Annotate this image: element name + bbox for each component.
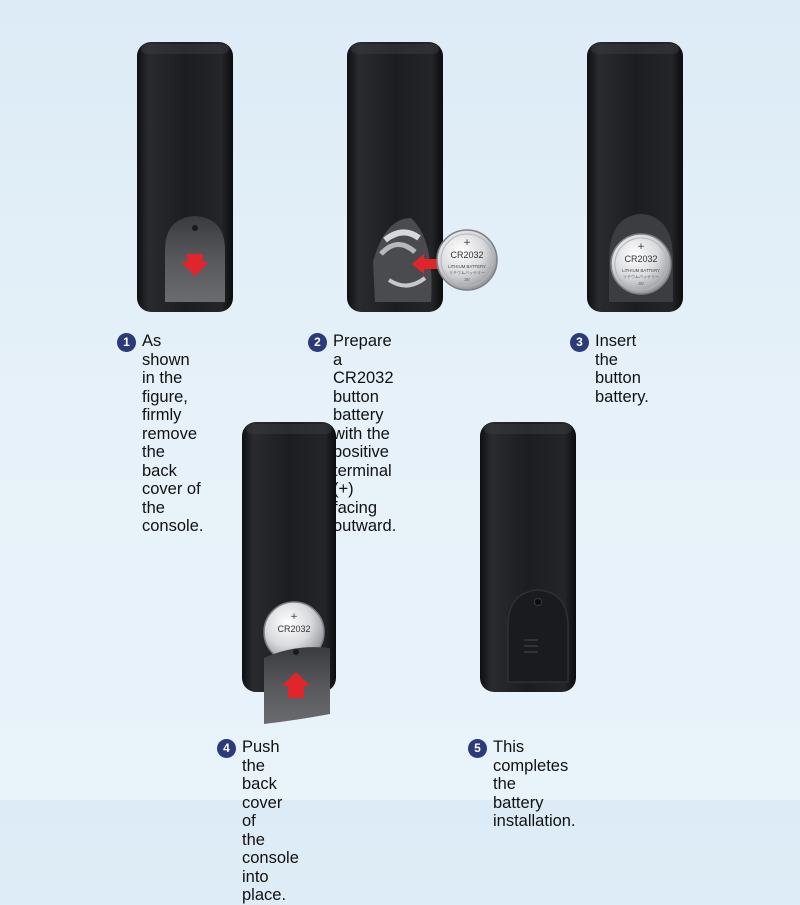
step-1-caption: 1 As shown in the figure, firmly remove … — [117, 332, 203, 536]
step-3-caption: 3 Insert the button battery. — [570, 332, 649, 406]
step-text: As shown in the figure, firmly remove th… — [142, 332, 204, 535]
arrow-up-icon — [282, 672, 310, 698]
step-text: This completes the battery installation. — [493, 738, 576, 830]
battery-model: CR2032 — [450, 250, 483, 260]
step-5-caption: 5 This completes the battery installatio… — [468, 738, 576, 831]
step-text: Insert the button battery. — [595, 332, 649, 406]
battery-jp: リチウムバッテリー — [623, 273, 659, 279]
battery-voltage: 3V — [638, 281, 644, 286]
battery-model: CR2032 — [277, 624, 310, 634]
battery-type: LITHIUM BATTERY — [448, 264, 486, 269]
step-badge: 5 — [468, 739, 487, 758]
cr2032-coin-battery-inserted: + CR2032 LITHIUM BATTERY リチウムバッテリー 3V — [610, 233, 672, 295]
battery-jp: リチウムバッテリー — [449, 269, 485, 275]
console-battery-slot — [347, 42, 443, 312]
step-text: Push the back cover of the console into … — [242, 738, 299, 904]
step-badge: 3 — [570, 333, 589, 352]
console-cover-sliding: + CR2032 — [242, 422, 336, 724]
step-text: Prepare a CR2032 button battery with the… — [333, 332, 397, 535]
step-4-caption: 4 Push the back cover of the console int… — [217, 738, 299, 905]
arrow-down-icon — [181, 254, 209, 276]
battery-plus: + — [637, 242, 645, 252]
console-closed — [480, 422, 576, 692]
battery-model: CR2032 — [624, 254, 657, 264]
battery-plus: + — [290, 612, 298, 622]
step-2-caption: 2 Prepare a CR2032 button battery with t… — [308, 332, 396, 536]
screw-hole-icon — [192, 225, 198, 231]
console-back-open — [137, 42, 233, 312]
battery-voltage: 3V — [464, 277, 470, 282]
cr2032-coin-battery: + CR2032 LITHIUM BATTERY リチウムバッテリー 3V — [436, 229, 498, 291]
console-battery-inserted: + CR2032 LITHIUM BATTERY リチウムバッテリー 3V — [587, 42, 683, 312]
battery-plus: + — [463, 238, 471, 248]
screw-hole-icon — [534, 598, 542, 606]
screw-hole-icon — [293, 649, 299, 655]
step-badge: 2 — [308, 333, 327, 352]
battery-type: LITHIUM BATTERY — [622, 268, 660, 273]
back-cover — [507, 589, 569, 683]
step-badge: 1 — [117, 333, 136, 352]
step-badge: 4 — [217, 739, 236, 758]
arrow-left-icon — [412, 254, 438, 274]
